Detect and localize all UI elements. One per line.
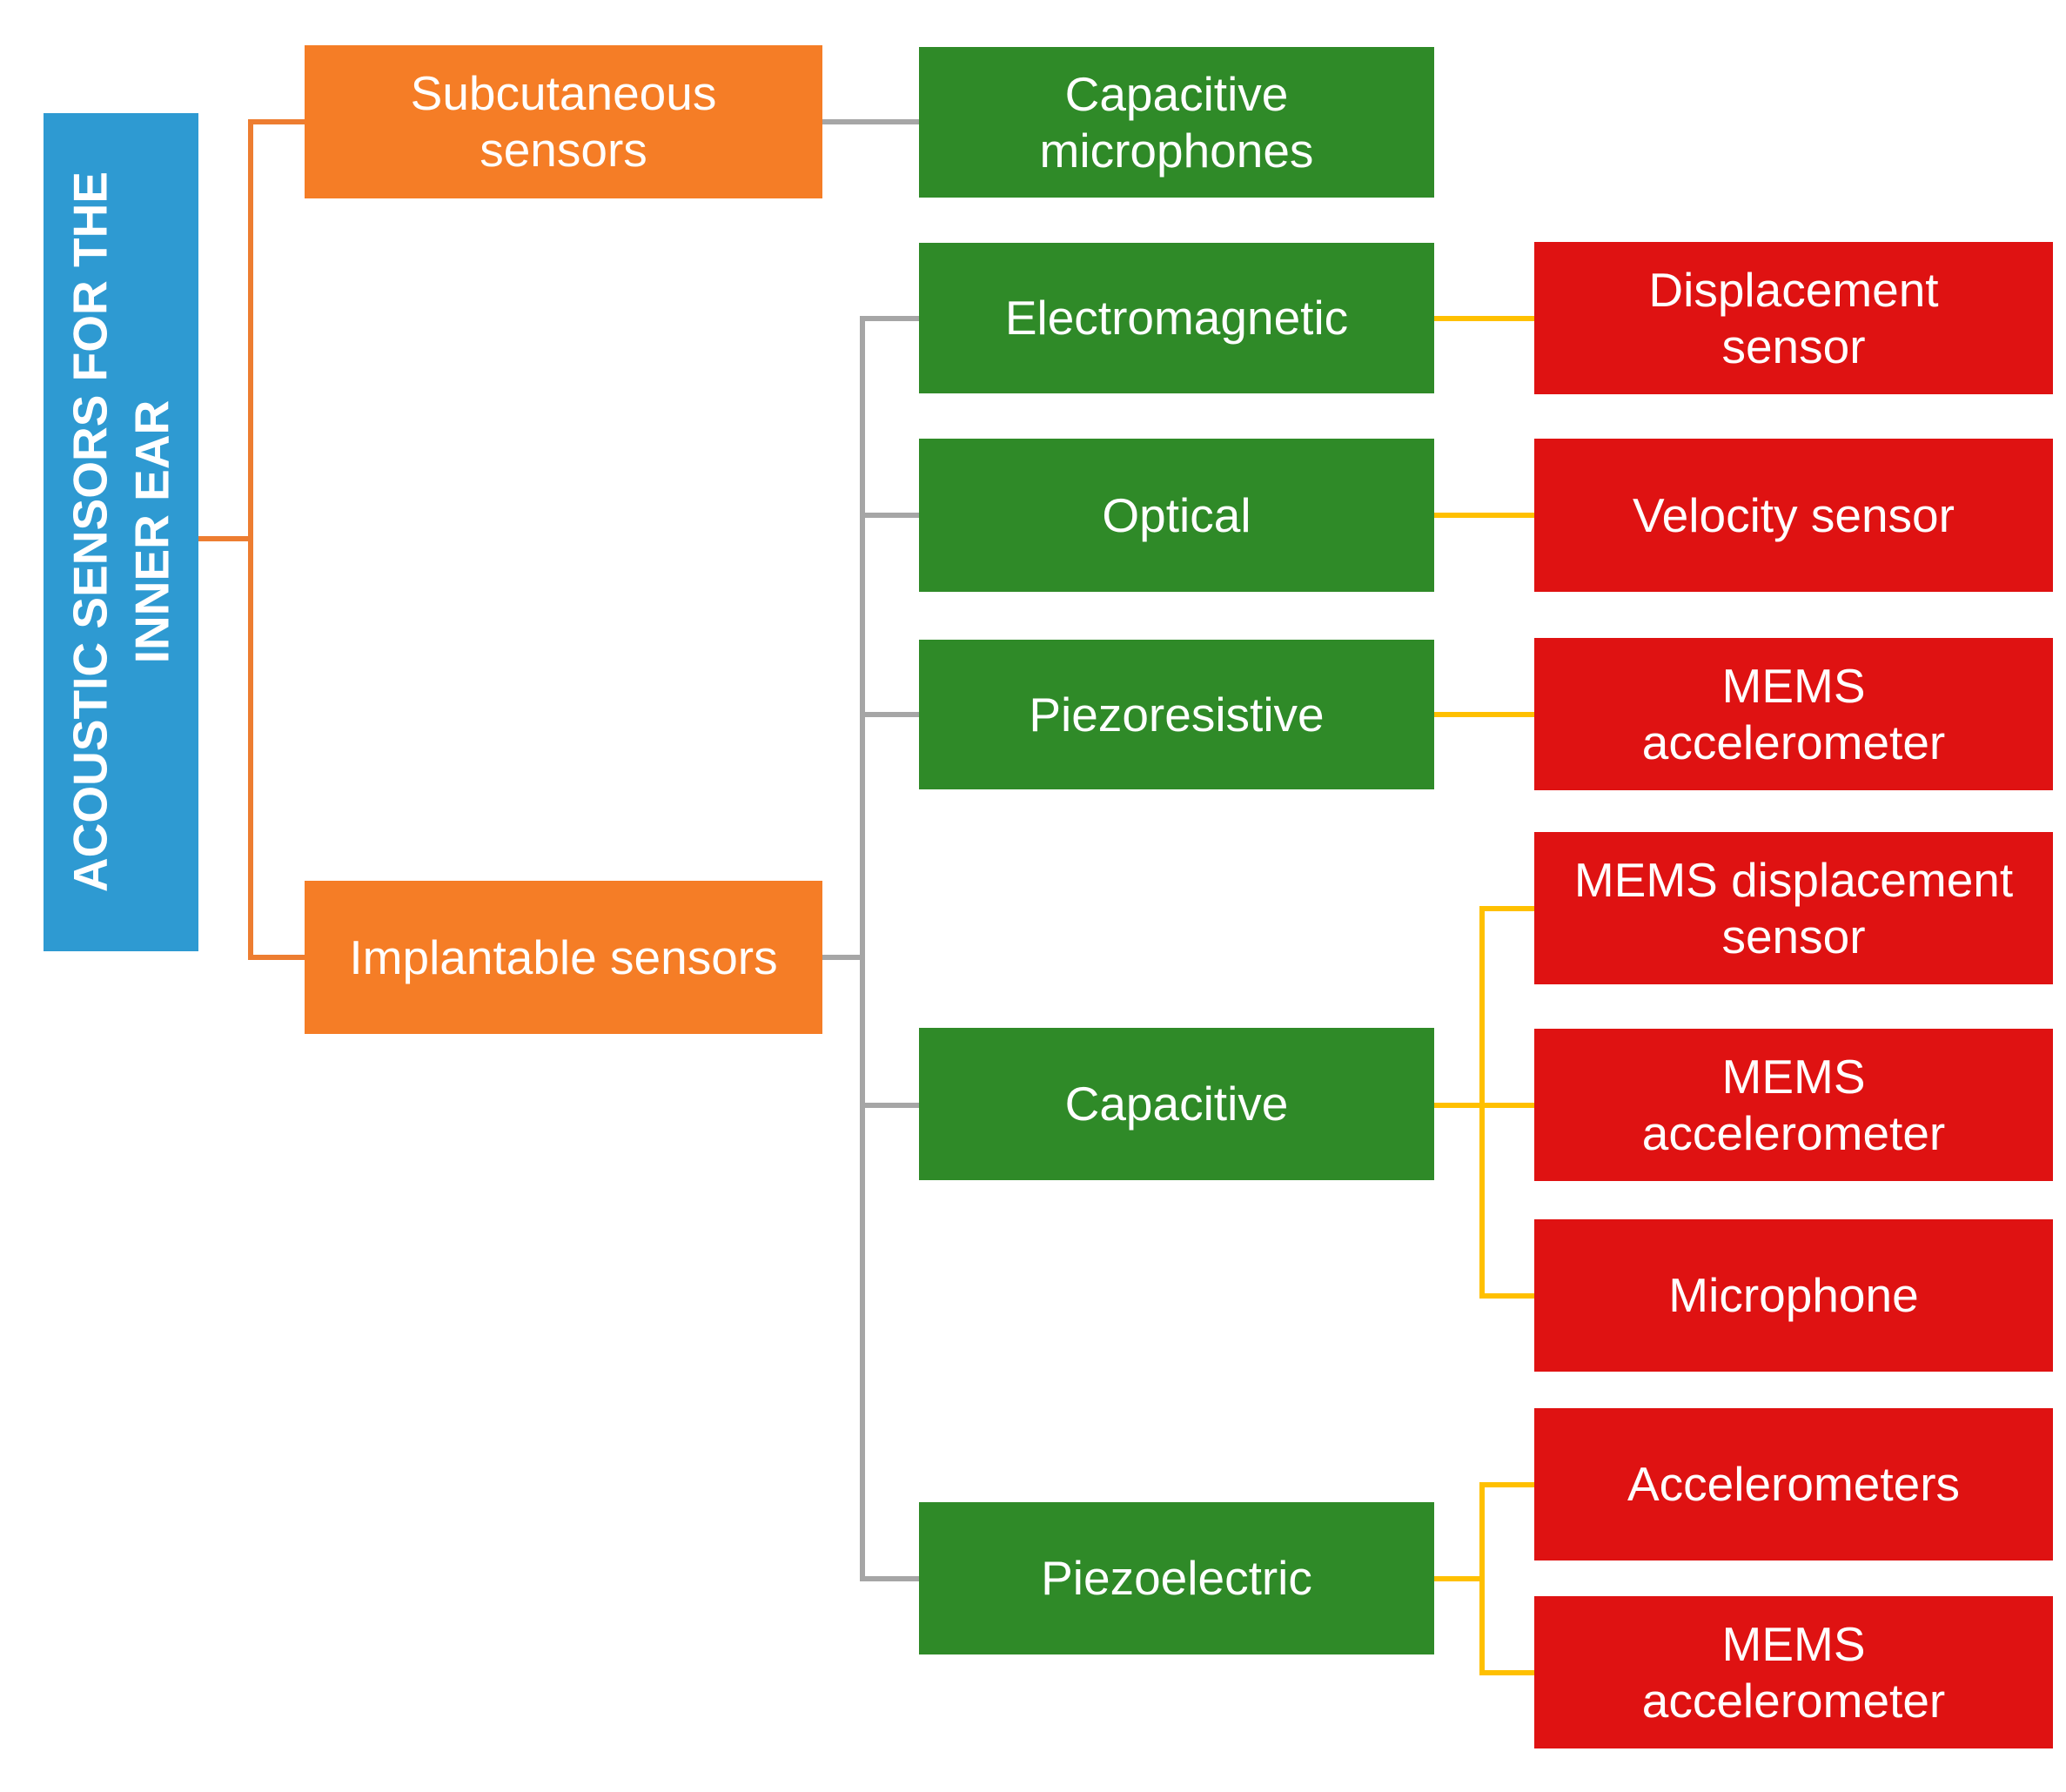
node-label: MEMS accelerometer xyxy=(1641,1616,1946,1728)
node-label: Accelerometers xyxy=(1627,1457,1961,1512)
node-microphone: Microphone xyxy=(1534,1219,2053,1372)
connector-trunk-to-electromagnetic xyxy=(860,316,919,321)
node-electromagnetic: Electromagnetic xyxy=(919,243,1434,393)
connector-trunk-to-subcutaneous xyxy=(248,119,305,124)
connector-capacitive-bracket xyxy=(1479,906,1485,1299)
connector-trunk-to-optical xyxy=(860,513,919,518)
node-label: MEMS displacement sensor xyxy=(1573,852,2014,963)
node-label: Implantable sensors xyxy=(349,930,778,984)
node-velocity-sensor: Velocity sensor xyxy=(1534,439,2053,592)
node-mems-displacement-sensor: MEMS displacement sensor xyxy=(1534,832,2053,984)
node-label: Optical xyxy=(1102,487,1251,542)
connector-trunk-to-capacitive xyxy=(860,1103,919,1108)
connector-root-to-trunk xyxy=(198,536,251,541)
connector-subcutaneous-to-capacitive-microphones xyxy=(822,119,919,124)
connector-piezoresistive-to-mems-accelerometer xyxy=(1434,712,1534,717)
node-capacitive: Capacitive xyxy=(919,1028,1434,1180)
connector-piezoelectric-bracket xyxy=(1479,1482,1485,1675)
node-label: Subcutaneous sensors xyxy=(410,66,717,177)
connector-orange-trunk xyxy=(248,119,253,960)
node-root-acoustic-sensors: ACOUSTIC SENSORS FOR THE INNER EAR xyxy=(44,113,198,951)
node-accelerometers: Accelerometers xyxy=(1534,1408,2053,1560)
connector-trunk-to-piezoresistive xyxy=(860,712,919,717)
node-label: Piezoelectric xyxy=(1041,1551,1312,1606)
node-capacitive-microphones: Capacitive microphones xyxy=(919,47,1434,198)
node-piezoelectric: Piezoelectric xyxy=(919,1502,1434,1654)
node-label: MEMS accelerometer xyxy=(1641,1049,1946,1160)
node-implantable-sensors: Implantable sensors xyxy=(305,881,822,1034)
node-label: Velocity sensor xyxy=(1633,487,1955,542)
connector-bracket-to-mems-accelerometer-piezoelectric xyxy=(1479,1670,1534,1675)
connector-optical-to-velocity-sensor xyxy=(1434,513,1534,518)
connector-trunk-to-piezoelectric xyxy=(860,1576,919,1581)
connector-gray-trunk xyxy=(860,316,865,1581)
node-subcutaneous-sensors: Subcutaneous sensors xyxy=(305,45,822,198)
connector-bracket-to-mems-displacement-sensor xyxy=(1479,906,1534,911)
node-label: Microphone xyxy=(1668,1268,1919,1323)
connector-electromagnetic-to-displacement-sensor xyxy=(1434,316,1534,321)
node-optical: Optical xyxy=(919,439,1434,592)
node-label: Capacitive xyxy=(1064,1077,1289,1131)
connector-bracket-to-microphone xyxy=(1479,1293,1534,1299)
node-label: Capacitive microphones xyxy=(1039,66,1314,178)
node-mems-accelerometer-piezoresistive: MEMS accelerometer xyxy=(1534,638,2053,790)
node-label: MEMS accelerometer xyxy=(1641,658,1946,769)
root-label-line1: ACOUSTIC SENSORS FOR THE xyxy=(63,171,117,893)
node-piezoresistive: Piezoresistive xyxy=(919,640,1434,789)
connector-implantable-to-trunk xyxy=(822,955,862,960)
node-displacement-sensor: Displacement sensor xyxy=(1534,242,2053,394)
node-label: Displacement sensor xyxy=(1648,262,1939,373)
connector-trunk-to-implantable xyxy=(248,955,305,960)
root-label-line2: INNER EAR xyxy=(124,399,179,664)
connector-piezoelectric-to-bracket xyxy=(1434,1576,1485,1581)
node-mems-accelerometer-piezoelectric: MEMS accelerometer xyxy=(1534,1596,2053,1748)
node-label: Piezoresistive xyxy=(1029,687,1325,742)
node-label: Electromagnetic xyxy=(1004,291,1349,346)
node-mems-accelerometer-capacitive: MEMS accelerometer xyxy=(1534,1029,2053,1181)
connector-bracket-to-accelerometers xyxy=(1479,1482,1534,1487)
root-label: ACOUSTIC SENSORS FOR THE INNER EAR xyxy=(44,113,199,951)
